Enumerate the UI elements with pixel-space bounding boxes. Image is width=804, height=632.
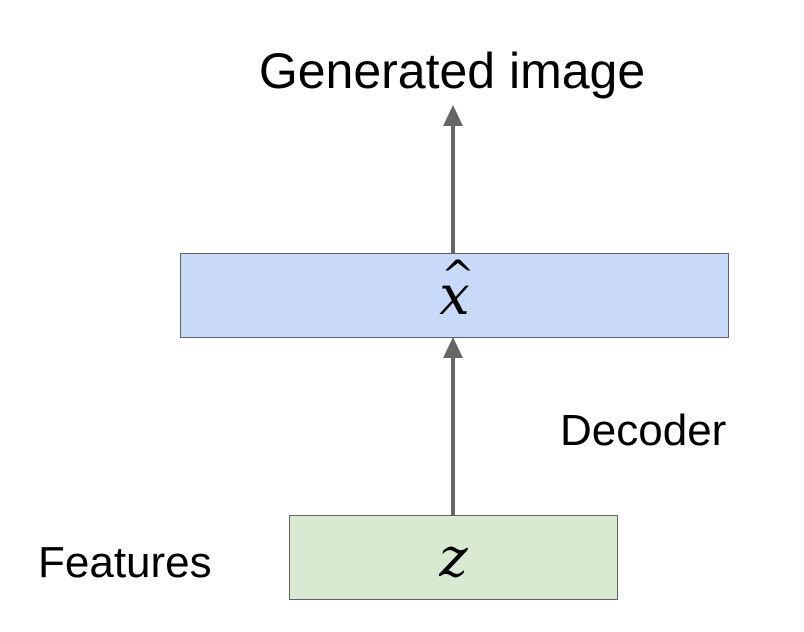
output-xhat-box: ^ x [180,253,729,338]
input-z-box: z [289,515,618,600]
z-variable: z [439,525,468,589]
x-variable: x [439,263,470,327]
generated-image-label: Generated image [258,43,646,99]
output-arrow-head [443,105,463,126]
hat-accent: ^ [441,252,475,299]
decoder-arrow-head [443,337,463,358]
xhat-symbol: ^ x [439,253,474,323]
decoder-label: Decoder [560,406,727,455]
features-label: Features [38,538,212,587]
